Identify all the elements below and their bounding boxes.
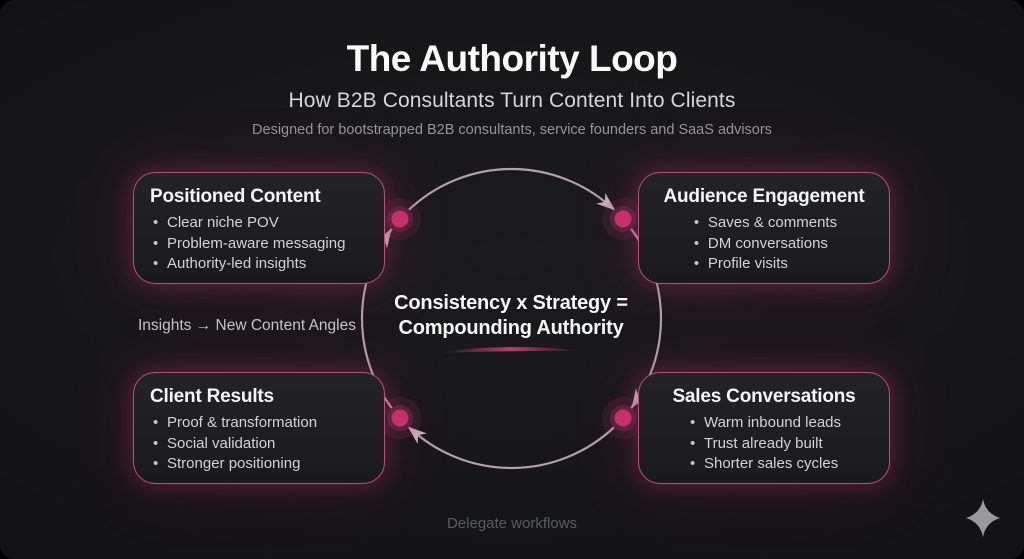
bullet-item: Trust already built [687,435,841,453]
bullet-item: DM conversations [691,235,837,253]
bullet-item: Warm inbound leads [687,414,841,432]
card-positioned-content: Positioned Content Clear niche POV Probl… [133,172,385,284]
arrow-bottom-icon [407,426,427,445]
page-title: The Authority Loop [346,38,678,79]
node-client-results [379,397,421,439]
card-bullet-list: Clear niche POV Problem-aware messaging … [150,214,368,273]
arrow-top-icon [596,192,616,211]
center-statement-line1: Consistency x Strategy = [394,292,628,314]
card-bullet-list: Warm inbound leads Trust already built S… [687,414,841,477]
card-client-results: Client Results Proof & transformation So… [133,372,385,484]
sparkle-icon [966,499,1000,537]
bullet-item: Clear niche POV [150,214,368,232]
page-tagline: Designed for bootstrapped B2B consultant… [252,122,772,138]
bullet-item: Problem-aware messaging [150,235,368,253]
card-title: Sales Conversations [672,386,856,407]
card-title: Client Results [150,386,274,407]
bullet-item: Authority-led insights [150,255,368,273]
card-bullet-list: Proof & transformation Social validation… [150,414,368,473]
card-title: Audience Engagement [663,186,865,207]
insights-loop-label: Insights → New Content Angles [138,317,356,334]
node-positioned-content [379,198,421,240]
card-sales-conversations: Sales Conversations Warm inbound leads T… [638,372,890,484]
bullet-item: Proof & transformation [150,414,368,432]
center-statement-line2: Compounding Authority [398,317,624,339]
card-title: Positioned Content [150,186,321,207]
center-statement: Consistency x Strategy = Compounding Aut… [361,291,661,341]
page-subtitle: How B2B Consultants Turn Content Into Cl… [288,89,736,112]
card-bullet-list: Saves & comments DM conversations Profil… [691,214,837,277]
bullet-item: Stronger positioning [150,455,368,473]
card-audience-engagement: Audience Engagement Saves & comments DM … [638,172,890,284]
center-underline-swoosh [441,347,581,353]
delegate-workflows-label: Delegate workflows [446,515,578,532]
bullet-item: Social validation [150,435,368,453]
bullet-item: Profile visits [691,255,837,273]
bullet-item: Shorter sales cycles [687,455,841,473]
bullet-item: Saves & comments [691,214,837,232]
